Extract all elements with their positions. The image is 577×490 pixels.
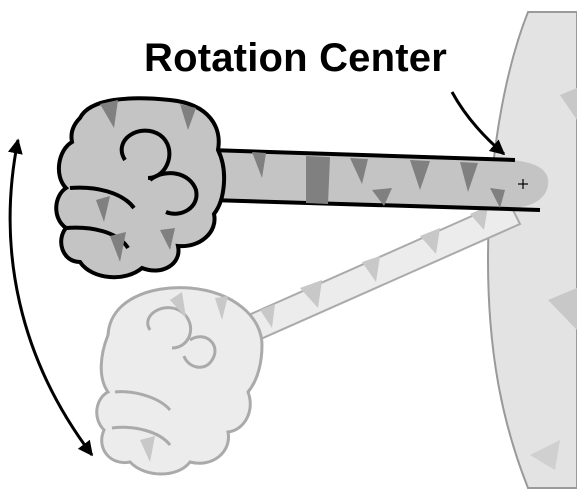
ghost-arm — [215, 200, 520, 350]
main-fist — [56, 98, 224, 277]
cat-body — [488, 12, 577, 488]
main-arm — [210, 150, 548, 210]
rotation-center-label: Rotation Center — [144, 38, 447, 78]
ghost-fist — [97, 288, 262, 474]
